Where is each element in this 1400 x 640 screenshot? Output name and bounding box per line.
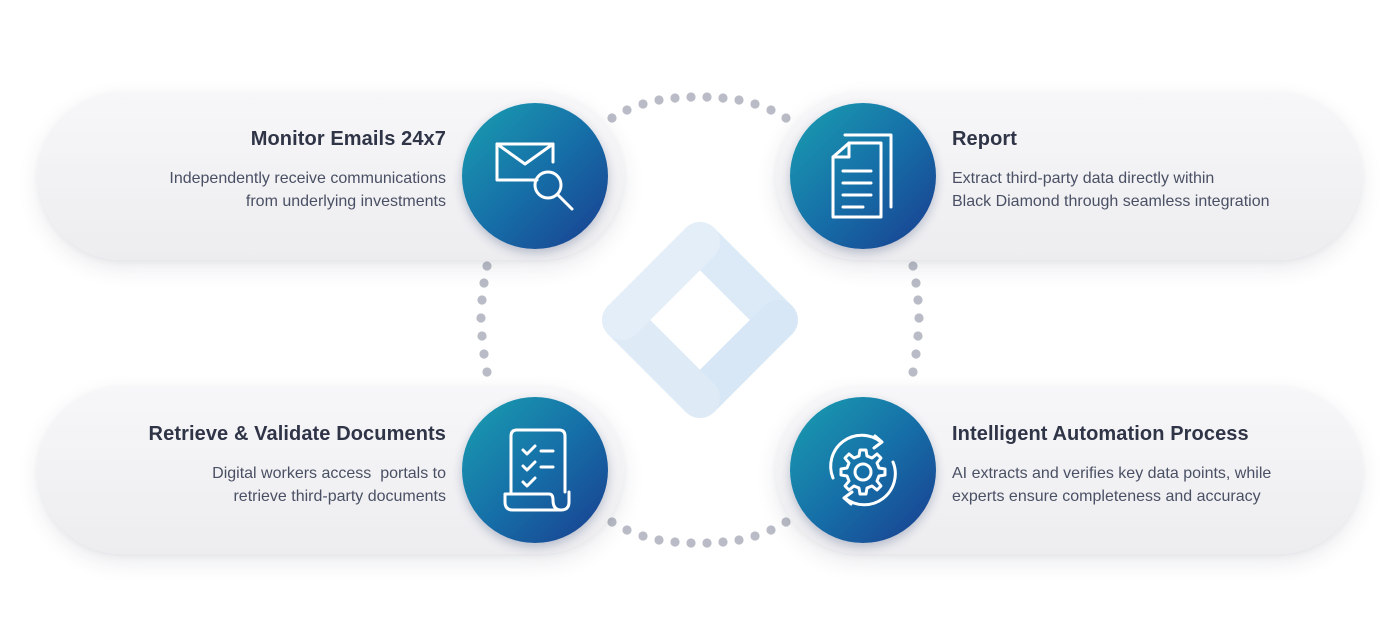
envelope-search-icon [495,142,574,211]
intelligent-automation-desc-line2: experts ensure completeness and accuracy [952,488,1261,505]
report-title: Report [952,128,1018,150]
retrieve-validate-desc-line1: Digital workers access portals to [212,465,446,482]
monitor-emails-badge [462,103,608,249]
gear-cycle-icon [829,433,897,507]
right-dotted-line [908,261,924,377]
retrieve-validate-desc-line2: retrieve third-party documents [233,488,446,505]
documents-icon [831,133,893,219]
monitor-emails-title: Monitor Emails 24x7 [250,128,446,150]
report-desc-line1: Extract third-party data directly within [952,170,1215,187]
monitor-emails-desc-line1: Independently receive communications [169,170,446,187]
bottom-dotted-arc [607,517,791,548]
monitor-emails-desc-line2: from underlying investments [245,193,446,210]
report-text: Report Extract third-party data directly… [952,128,1352,213]
intelligent-automation-title: Intelligent Automation Process [952,423,1249,445]
retrieve-validate-badge [462,397,608,543]
retrieve-validate-text: Retrieve & Validate Documents Digital wo… [26,423,446,508]
top-dotted-arc [607,92,791,123]
intelligent-automation-text: Intelligent Automation Process AI extrac… [952,423,1352,508]
intelligent-automation-badge [790,397,936,543]
checklist-document-icon [503,428,571,512]
report-desc-line2: Black Diamond through seamless integrati… [952,193,1270,210]
retrieve-validate-title: Retrieve & Validate Documents [148,423,446,445]
intelligent-automation-desc-line1: AI extracts and verifies key data points… [952,465,1272,482]
monitor-emails-text: Monitor Emails 24x7 Independently receiv… [26,128,446,213]
left-dotted-line [476,261,492,377]
dotted-connectors [476,92,924,548]
center-diamond-logo [602,222,798,418]
report-badge [790,103,936,249]
